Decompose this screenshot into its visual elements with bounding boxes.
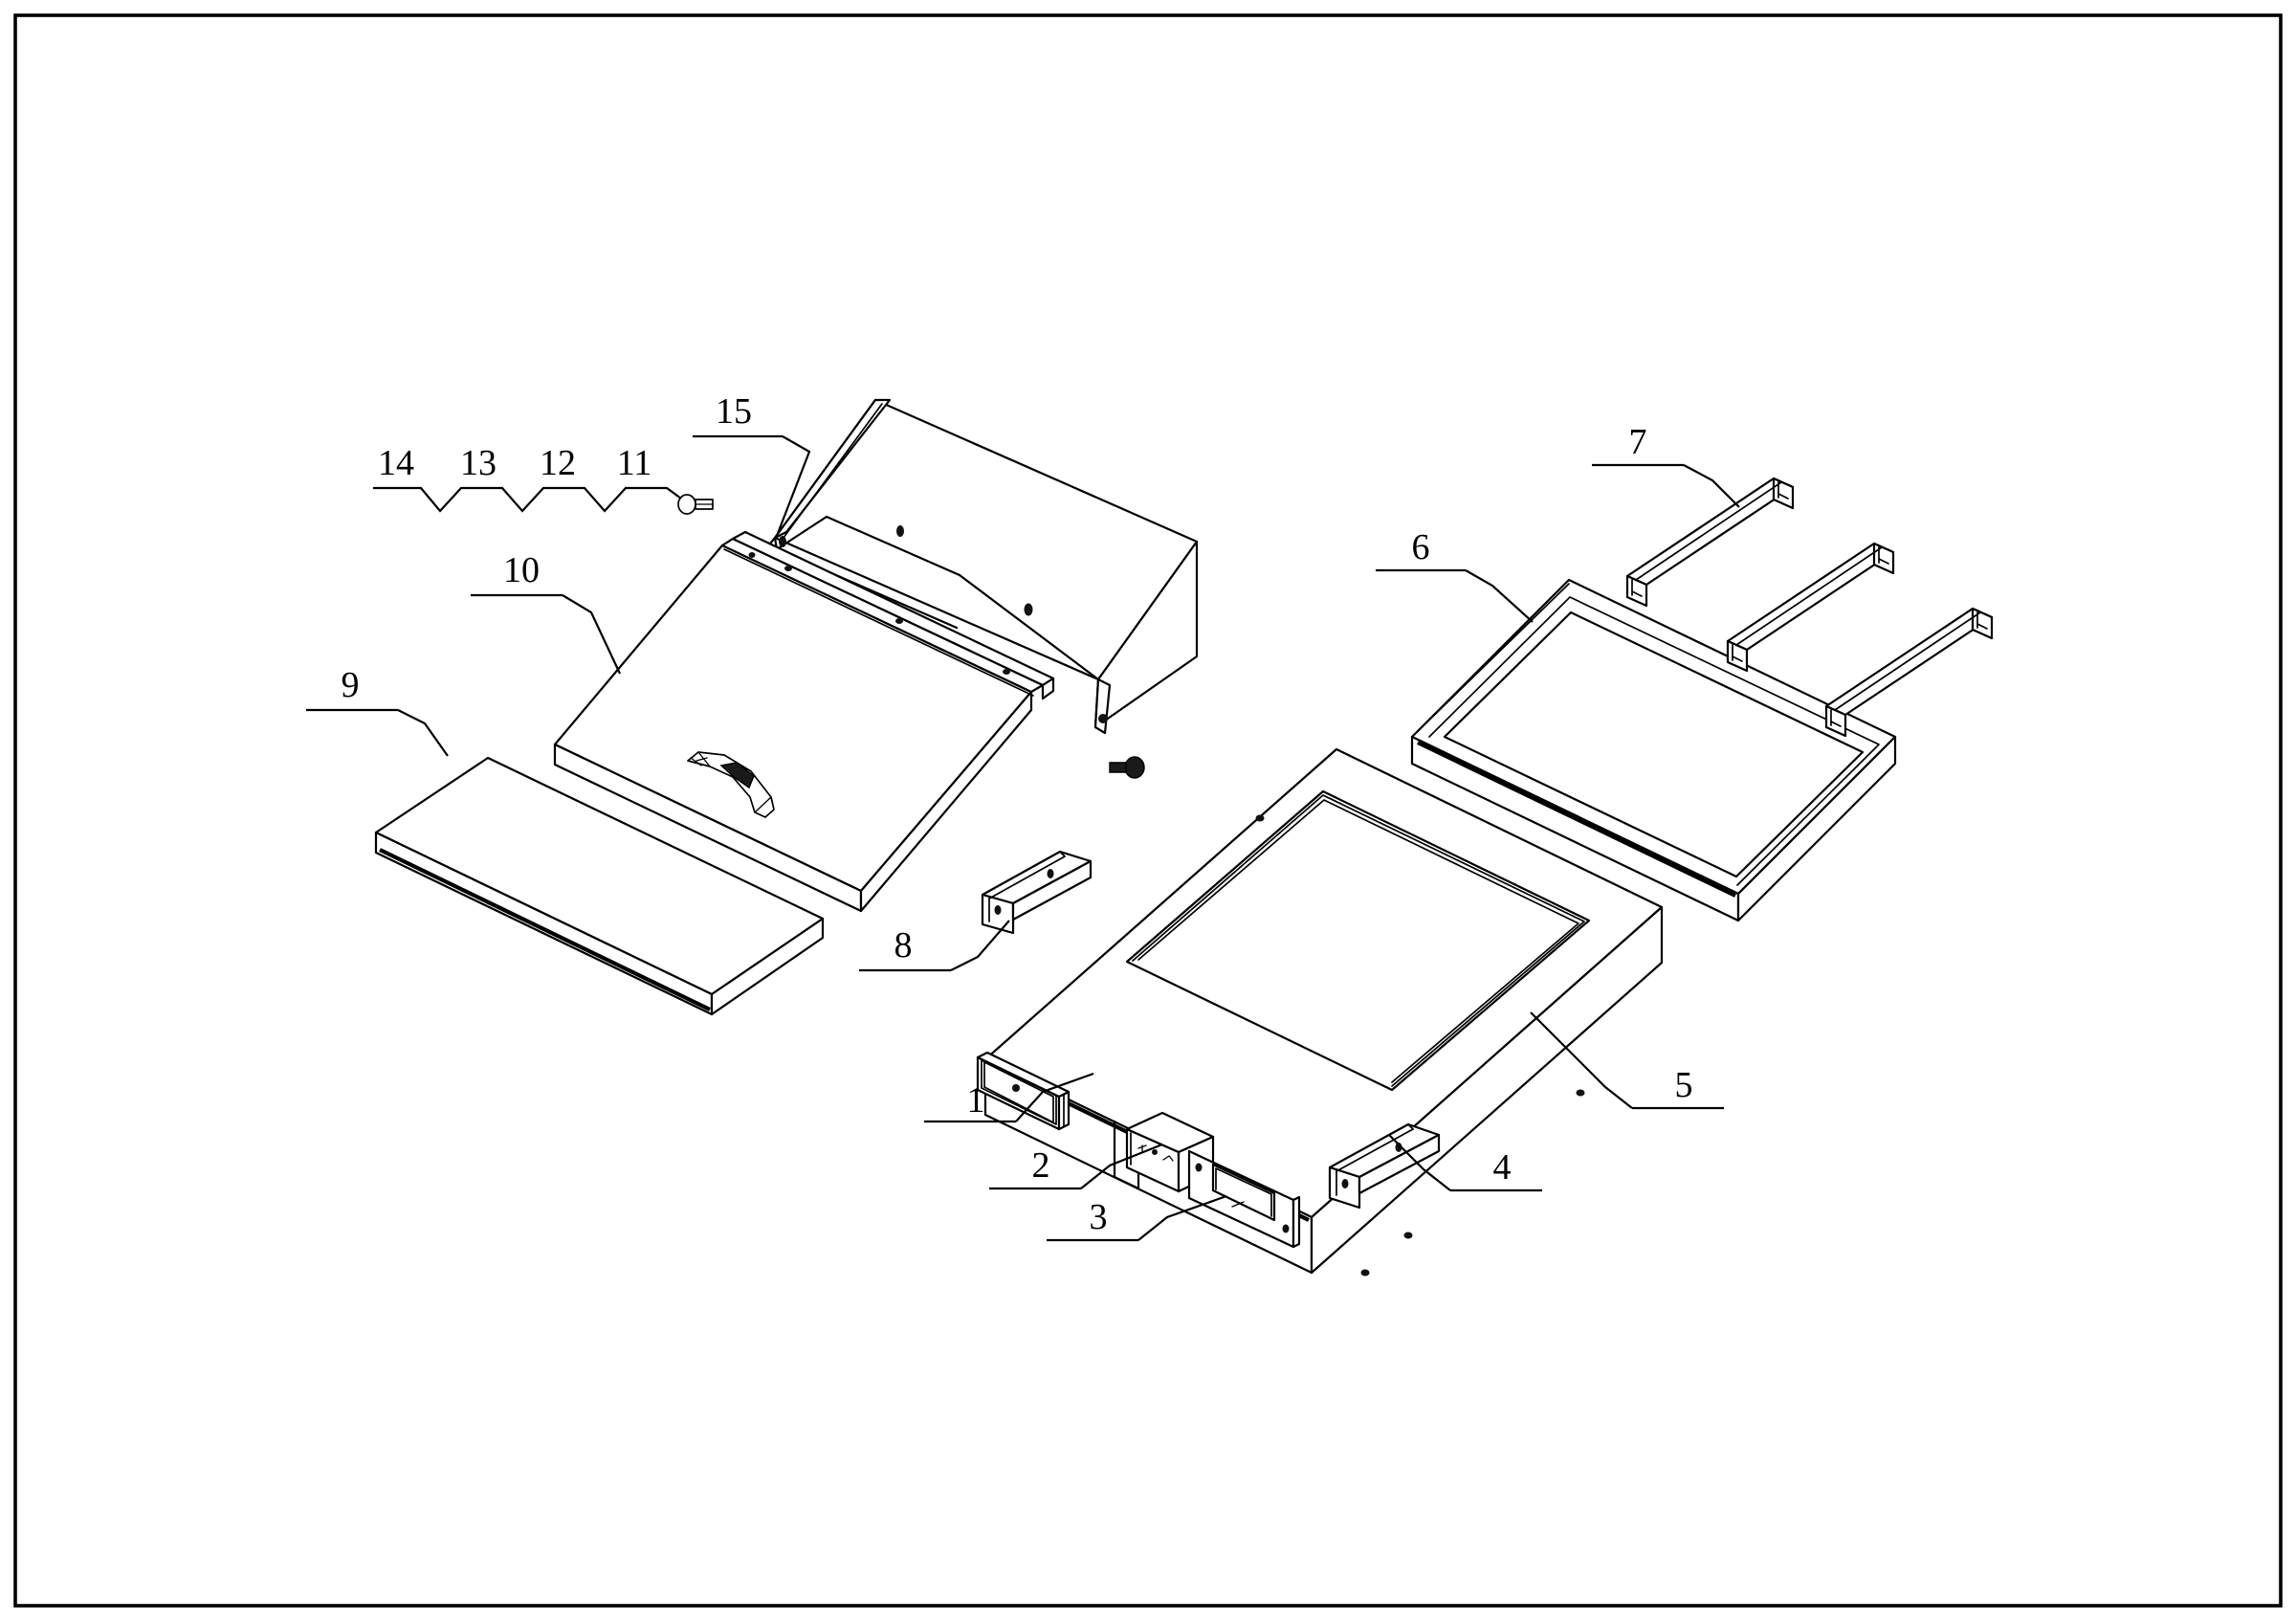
callout-number-10: 10: [503, 550, 540, 590]
callout-leader-6: [1465, 569, 1534, 623]
callout-number-15: 15: [716, 391, 752, 432]
fastener-screw-right: [1109, 756, 1145, 779]
callout-number-2: 2: [1032, 1145, 1050, 1186]
callout-leader-2: [1080, 1143, 1163, 1189]
callout-2: 2: [989, 1143, 1163, 1190]
callout-number-3: 3: [1090, 1197, 1108, 1237]
callout-leader-4: [1388, 1134, 1451, 1191]
callout-14: 14: [378, 443, 414, 483]
callout-9: 9: [306, 665, 449, 757]
callout-15: 15: [693, 391, 811, 537]
part-4-mounting-bracket: [1328, 1122, 1441, 1210]
callout-number-4: 4: [1493, 1147, 1512, 1188]
callout-6: 6: [1376, 527, 1534, 623]
callout-number-8: 8: [894, 925, 913, 966]
part-6-upper-frame-tray: [1410, 578, 1897, 922]
callout-3: 3: [1047, 1194, 1227, 1242]
callout-number-11: 11: [617, 443, 652, 483]
support-rail-1: [1625, 477, 1795, 608]
fastener-screw-left: [677, 494, 714, 515]
callout-leader-5: [1530, 1011, 1633, 1109]
part-3-control-faceplate: [1187, 1149, 1301, 1249]
support-rail-3: [1824, 607, 1994, 738]
callout-13: 13: [460, 443, 497, 483]
callout-leader-3: [1137, 1194, 1227, 1241]
callout-leader-10: [562, 594, 621, 675]
part-1-display-bezel-panel: [976, 1051, 1071, 1131]
callout-leader-1: [1015, 1072, 1094, 1122]
callout-number-1: 1: [967, 1080, 985, 1121]
callout-number-14: 14: [378, 443, 414, 483]
part-9-shelf-board: [374, 756, 825, 1016]
callout-1: 1: [924, 1072, 1094, 1123]
callout-number-12: 12: [540, 443, 576, 483]
part-7-support-rail-group: [1625, 477, 1994, 738]
callout-number-9: 9: [342, 665, 360, 705]
callout-5: 5: [1530, 1011, 1724, 1110]
callout-leader-15: [775, 435, 811, 537]
callout-10: 10: [471, 550, 621, 675]
callout-number-13: 13: [460, 443, 497, 483]
callout-leader-9: [397, 709, 449, 757]
callout-group-11-14: [373, 486, 682, 513]
lid-handle: [687, 751, 775, 818]
callout-12: 12: [540, 443, 576, 483]
support-rail-2: [1726, 542, 1895, 673]
callout-number-6: 6: [1412, 527, 1430, 567]
callout-8: 8: [859, 920, 1010, 972]
sheet-border: [13, 13, 2283, 1608]
part-8-hinge-angle-bracket: [981, 850, 1093, 935]
part-10-lid-panel: [553, 530, 1055, 913]
callout-7: 7: [1592, 422, 1740, 508]
callout-leader-7: [1683, 464, 1740, 508]
callout-number-7: 7: [1629, 422, 1647, 462]
callout-leader-8: [950, 920, 1010, 971]
callout-4: 4: [1388, 1134, 1542, 1192]
callout-11: 11: [617, 443, 652, 483]
callout-number-5: 5: [1675, 1065, 1693, 1105]
part-15-rear-hood-cover: [768, 398, 1199, 735]
